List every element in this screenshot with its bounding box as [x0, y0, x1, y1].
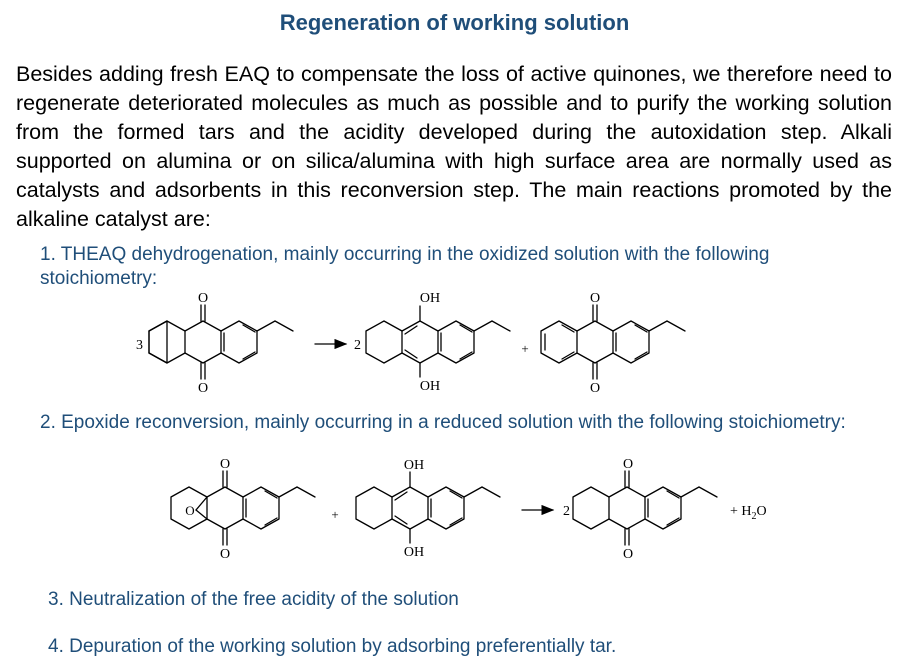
slide-title: Regeneration of working solution [279, 10, 630, 35]
thea-quinone-product-structure [572, 470, 718, 546]
thea-hydroquinone-structure [365, 305, 511, 378]
epoxide-structure [170, 470, 316, 546]
reaction1-o-top-2: O [590, 291, 600, 306]
reaction1-coefficient-reactant: 3 [136, 338, 143, 353]
reaction2-epoxide-oxygen: O [185, 503, 194, 518]
reaction1-coefficient-product: 2 [354, 338, 361, 353]
thea-hydroquinone-reactant-structure [355, 471, 501, 544]
reaction2-oh-bottom: OH [404, 545, 424, 560]
list-item-epoxide-reconversion: 2. Epoxide reconversion, mainly occurrin… [40, 412, 846, 433]
reaction2-coefficient-product: 2 [563, 504, 570, 519]
reaction1-oh-top: OH [420, 291, 440, 306]
thea-quinone-structure [148, 304, 294, 380]
reaction1-plus: + [521, 341, 528, 356]
reaction2-o-bottom-2: O [623, 547, 633, 562]
list-item-neutralization: 3. Neutralization of the free acidity of… [48, 589, 459, 610]
reaction2-o-bottom-1: O [220, 547, 230, 562]
reaction2-oh-top: OH [404, 458, 424, 473]
reaction1-o-bottom-1: O [198, 381, 208, 396]
reaction1-oh-bottom: OH [420, 379, 440, 394]
ethylanthraquinone-structure [540, 304, 686, 380]
reaction2-o-top-2: O [623, 457, 633, 472]
reaction1-o-bottom-2: O [590, 381, 600, 396]
reaction2-plus: + [331, 507, 338, 522]
list-item-depuration: 4. Depuration of the working solution by… [48, 636, 617, 657]
intro-paragraph: Besides adding fresh EAQ to compensate t… [16, 62, 892, 231]
water-product: + H2O [730, 504, 767, 522]
reaction1-o-top-1: O [198, 291, 208, 306]
list-item-dehydrogenation: 1. THEAQ dehydrogenation, mainly occurri… [40, 244, 770, 289]
reaction2-o-top-1: O [220, 457, 230, 472]
